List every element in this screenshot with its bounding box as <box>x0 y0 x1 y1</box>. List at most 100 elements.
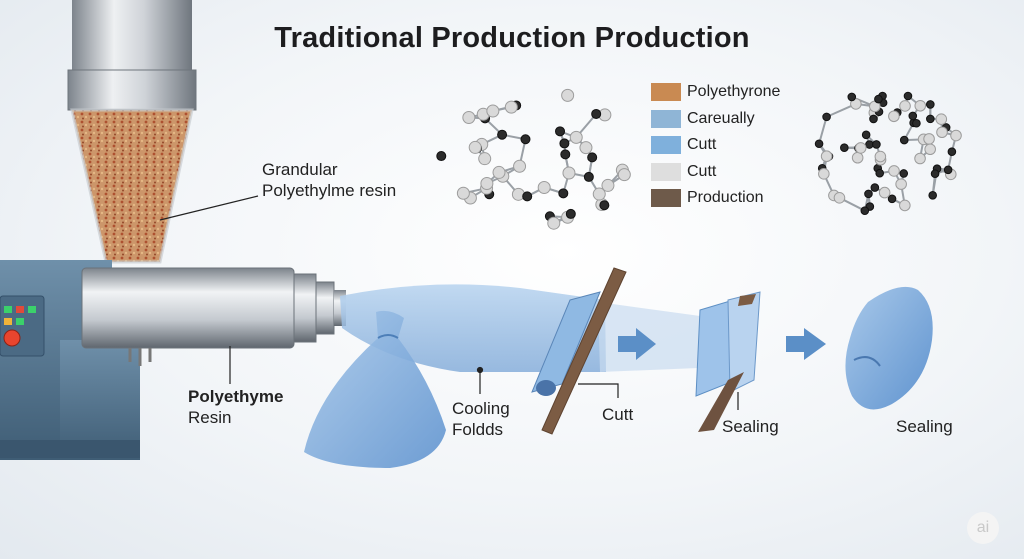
finished-bag <box>845 286 933 410</box>
atom <box>497 129 508 140</box>
atom <box>820 150 833 163</box>
legend-swatch <box>651 109 681 128</box>
atom <box>617 168 631 182</box>
atom <box>936 126 948 139</box>
label-line: Polyethyme <box>188 387 284 406</box>
label-cooling: Cooling Foldds <box>452 398 510 440</box>
legend-label: Production <box>687 189 764 207</box>
label-line: Grandular <box>262 160 338 179</box>
legend-swatch <box>651 83 681 102</box>
atom <box>926 114 935 124</box>
atom <box>818 168 830 180</box>
atom <box>555 126 566 137</box>
label-cutt: Cutt <box>602 405 634 424</box>
atom <box>926 100 935 109</box>
atom <box>547 216 561 230</box>
atom <box>522 191 533 202</box>
label-granular-resin: Grandular Polyethylme resin <box>262 159 396 201</box>
label-resin: Polyethyme Resin <box>188 386 283 428</box>
atom <box>468 140 482 154</box>
legend-label: Polyethyrone <box>687 83 781 101</box>
atom <box>486 104 500 118</box>
watermark-badge: ai <box>967 512 999 544</box>
page-title: Traditional Production Production <box>274 22 750 54</box>
atom <box>822 112 831 122</box>
atom <box>899 100 911 112</box>
molecule-structure-left <box>436 88 631 230</box>
atom <box>887 194 897 204</box>
atom <box>462 111 476 125</box>
atom <box>520 134 531 145</box>
atom <box>513 159 527 173</box>
label-line: Foldds <box>452 420 504 439</box>
atom <box>923 133 935 145</box>
hanging-bag <box>304 310 446 468</box>
molecule-structure-right <box>814 91 962 215</box>
legend-item: Cutt <box>651 132 780 159</box>
atom <box>854 142 867 154</box>
atom <box>560 149 571 160</box>
legend: Polyethyrone Careually Cutt Cutt Product… <box>651 79 780 212</box>
legend-label: Careually <box>687 109 755 127</box>
legend-label: Cutt <box>687 162 717 180</box>
extruder-barrel <box>81 267 346 366</box>
atom <box>903 91 913 101</box>
label-sealing-2: Sealing <box>896 417 953 436</box>
atom <box>870 183 880 192</box>
atom <box>456 186 470 200</box>
sealed-sheet <box>695 291 761 432</box>
atom <box>492 165 506 179</box>
atom <box>930 169 940 179</box>
legend-swatch <box>651 136 681 155</box>
atom <box>511 187 525 201</box>
atom <box>579 141 593 155</box>
atom <box>561 88 575 102</box>
atom <box>478 152 492 166</box>
atom <box>592 187 606 201</box>
arrow-right-icon <box>786 328 826 360</box>
atom <box>562 166 576 180</box>
atom <box>847 92 857 102</box>
atom <box>899 169 909 178</box>
label-line: Polyethylme resin <box>262 181 397 200</box>
atom <box>504 100 518 114</box>
legend-item: Production <box>651 185 780 212</box>
atom <box>924 143 936 156</box>
atom <box>860 206 870 215</box>
atom <box>888 165 900 177</box>
atom <box>559 138 570 149</box>
atom <box>947 147 957 157</box>
legend-item: Cutt <box>651 159 780 186</box>
atom <box>869 114 878 124</box>
arrow-right-icon <box>618 328 656 360</box>
leader-lines <box>159 195 739 410</box>
atom <box>874 150 887 163</box>
atom <box>599 200 610 211</box>
atom <box>601 178 615 192</box>
atom <box>908 111 918 121</box>
atom <box>875 168 885 178</box>
atom <box>914 99 927 112</box>
legend-label: Cutt <box>687 136 717 154</box>
label-line: Resin <box>188 408 232 427</box>
atom <box>872 140 881 149</box>
atom <box>899 199 911 212</box>
atom <box>874 94 883 104</box>
atom <box>928 190 937 200</box>
atom <box>861 130 871 140</box>
atom <box>591 108 602 119</box>
label-line: Cooling <box>452 399 510 418</box>
atom <box>565 208 576 219</box>
atom <box>850 98 862 110</box>
atom <box>833 192 846 204</box>
atom <box>899 135 909 145</box>
legend-swatch <box>651 162 681 181</box>
atom <box>840 143 849 152</box>
atom <box>888 110 900 123</box>
bond <box>818 116 828 145</box>
atom <box>912 118 921 128</box>
extruder-machine <box>0 260 140 460</box>
atom <box>436 151 447 162</box>
atom <box>865 140 874 149</box>
